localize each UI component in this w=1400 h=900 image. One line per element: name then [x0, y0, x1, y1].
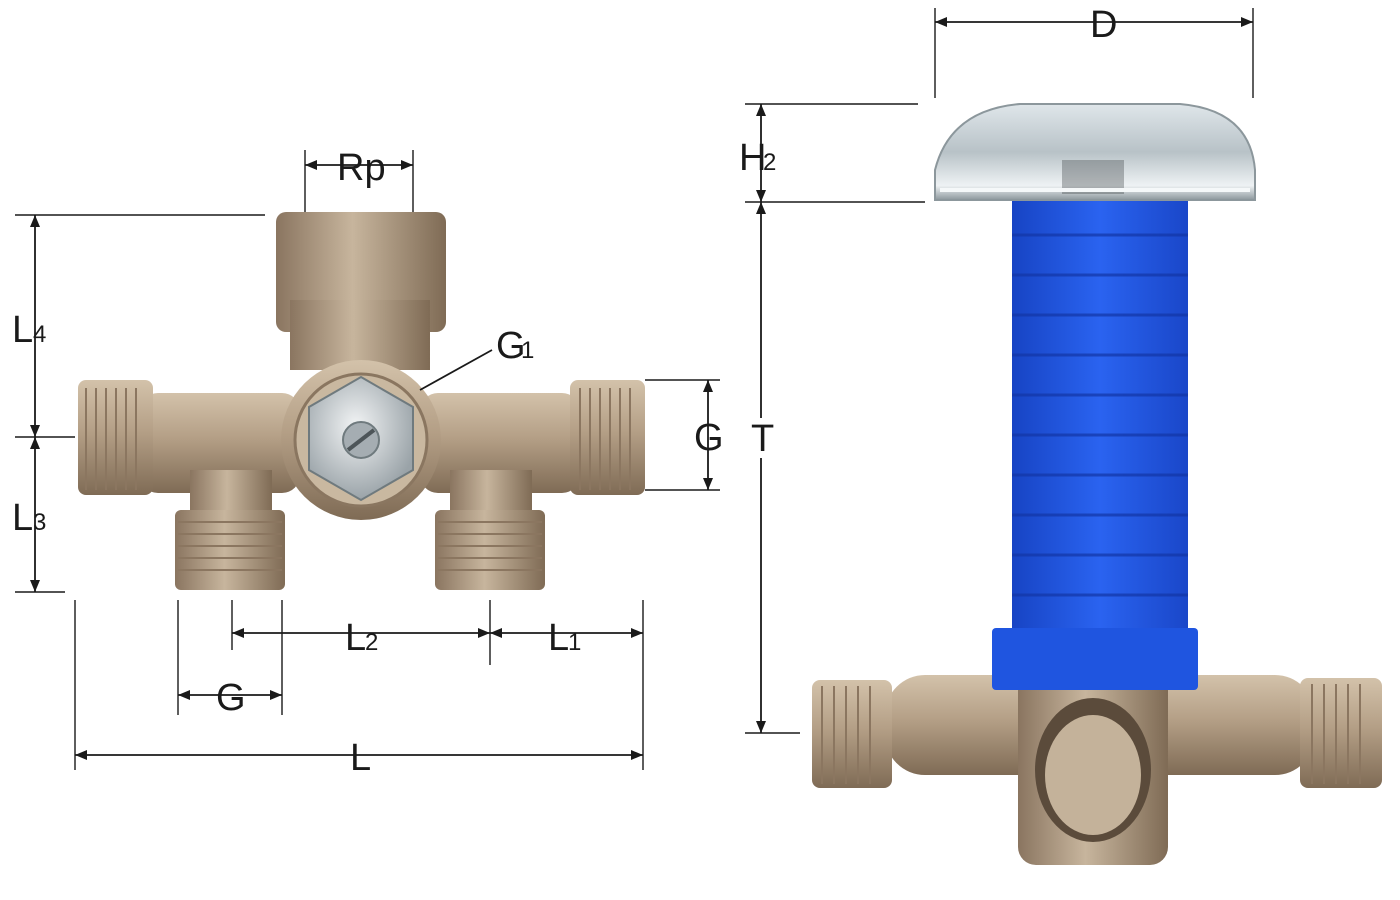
- dim-label-h2-sub: 2: [763, 149, 776, 176]
- dim-label-d: D: [1090, 4, 1117, 46]
- dim-label-g-bottom: G: [216, 677, 246, 719]
- dim-label-h2: H: [739, 137, 766, 179]
- dim-label-g1-sub: 1: [521, 337, 534, 364]
- dim-label-t: T: [751, 418, 774, 460]
- left-dimensions: Rp G 1 L 4 L 3 G: [12, 147, 724, 779]
- dim-label-l2-sub: 2: [365, 629, 378, 656]
- blue-sleeve: [1012, 195, 1188, 640]
- right-pipe-thread: [1300, 678, 1382, 788]
- dim-label-l3-sub: 3: [33, 509, 46, 536]
- left-arm: [140, 393, 300, 493]
- right-valve-assembly: [812, 103, 1382, 865]
- left-valve-body: [78, 212, 645, 590]
- dim-label-l2: L: [345, 617, 366, 659]
- right-thread: [570, 380, 645, 495]
- right-dimensions: D H 2 T: [739, 4, 1254, 734]
- right-arm: [420, 393, 580, 493]
- sleeve-collar: [992, 628, 1198, 690]
- dim-label-l4: L: [12, 309, 33, 351]
- dim-label-l3: L: [12, 497, 33, 539]
- dim-label-l-total: L: [350, 737, 371, 779]
- dim-label-rp: Rp: [337, 147, 386, 189]
- top-socket-neck: [290, 300, 430, 370]
- dim-label-l1: L: [548, 617, 569, 659]
- dim-label-l4-sub: 4: [33, 321, 46, 348]
- dim-label-l1-sub: 1: [568, 629, 581, 656]
- dim-label-g1: G: [496, 325, 526, 367]
- dim-label-g-right: G: [694, 417, 724, 459]
- chrome-cap: [934, 103, 1256, 201]
- left-pipe-thread: [812, 680, 892, 788]
